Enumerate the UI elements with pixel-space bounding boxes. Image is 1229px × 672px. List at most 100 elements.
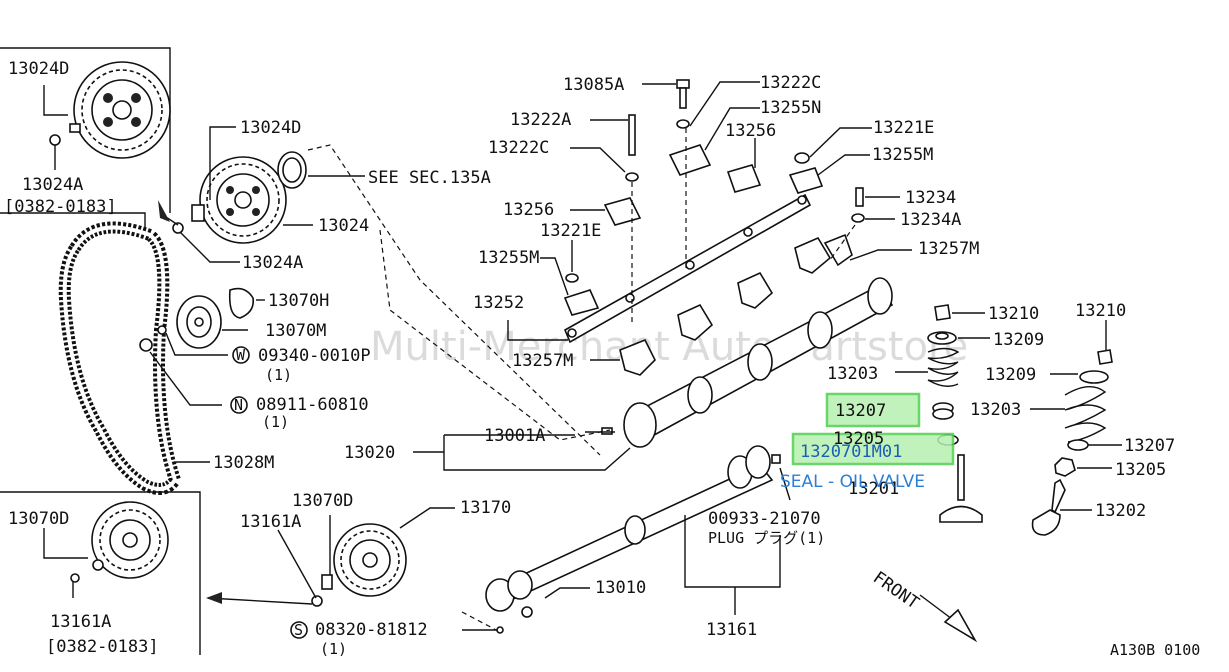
bolt-13085A[interactable] — [676, 79, 690, 129]
valve-seal-13207[interactable] — [932, 402, 954, 420]
label-13252: 13252 — [473, 293, 524, 313]
bracket-13256[interactable] — [603, 164, 762, 226]
label-13024A: 13024A — [242, 253, 303, 273]
label-13170: 13170 — [460, 498, 511, 518]
label-13222C-top: 13222C — [760, 73, 821, 93]
label-13024D: 13024D — [240, 118, 301, 138]
front-arrow-icon — [919, 594, 978, 643]
highlight-part-number[interactable] — [791, 432, 955, 466]
rocker-arm-13257M[interactable] — [619, 233, 853, 376]
label-00933: 00933-21070 — [708, 509, 821, 529]
timing-belt-13028M[interactable] — [58, 221, 182, 495]
diagram-code: A130B 0100 — [1110, 641, 1200, 659]
label-09340: 09340-0010P — [258, 346, 371, 366]
label-13234A: 13234A — [900, 210, 961, 230]
tensioner-13070M[interactable] — [139, 287, 255, 352]
label-09340-qty: (1) — [265, 366, 292, 384]
camshaft-13010[interactable] — [485, 445, 781, 618]
label-13202: 13202 — [1095, 501, 1146, 521]
label-13207-right: 13207 — [1124, 436, 1175, 456]
valve-retainer-13210-b[interactable] — [1097, 349, 1113, 365]
valve-spring-13203[interactable] — [927, 347, 960, 387]
label-13255M-right: 13255M — [872, 145, 933, 165]
symbol-w-letter: W — [236, 346, 246, 364]
bolt-13222A[interactable] — [625, 114, 639, 182]
label-13205-right: 13205 — [1115, 460, 1166, 480]
bracket-13255N[interactable] — [668, 144, 712, 176]
label-13255N: 13255N — [760, 98, 821, 118]
symbol-n-letter: N — [234, 396, 243, 414]
label-13257M-left: 13257M — [512, 351, 573, 371]
valve-seal-13207-b[interactable] — [1067, 439, 1089, 451]
label-08911-qty: (1) — [262, 413, 289, 431]
label-13209-right: 13209 — [985, 365, 1036, 385]
label-13207[interactable]: 13207 — [835, 401, 886, 421]
label-08320-qty: (1) — [320, 640, 347, 658]
label-13222A: 13222A — [510, 110, 571, 130]
valve-spring-13203-b[interactable] — [1064, 386, 1107, 443]
symbol-w — [232, 346, 250, 364]
label-13210: 13210 — [988, 304, 1039, 324]
highlight-part-number-text[interactable]: 1320701M01 — [800, 442, 902, 462]
label-see-sec: SEE SEC.135A — [368, 168, 491, 188]
label-13161A: 13161A — [240, 512, 301, 532]
label-13222C: 13222C — [488, 138, 549, 158]
label-13210-right: 13210 — [1075, 301, 1126, 321]
label-13209: 13209 — [993, 330, 1044, 350]
label-13161A-inset: 13161A — [50, 612, 111, 632]
spring-seat-13209-b[interactable] — [1079, 370, 1109, 384]
label-front: FRONT — [869, 568, 922, 614]
symbol-s — [290, 621, 308, 639]
inset-bottom-left — [0, 491, 201, 655]
sprocket-13170[interactable] — [311, 523, 407, 607]
label-08320: 08320-81812 — [315, 620, 428, 640]
label-13221E-right: 13221E — [873, 118, 934, 138]
inset-top-left — [0, 47, 171, 232]
label-13001A: 13001A — [484, 426, 545, 446]
symbol-s-letter: S — [294, 621, 303, 639]
label-13070D: 13070D — [292, 491, 353, 511]
label-plug: PLUG プラグ(1) — [708, 529, 825, 547]
highlight-description[interactable]: SEAL - OIL VALVE — [780, 472, 925, 492]
label-13020: 13020 — [344, 443, 395, 463]
sprocket-13070D-inset[interactable] — [70, 501, 169, 583]
label-13085A: 13085A — [563, 75, 624, 95]
valve-retainer-13210[interactable] — [934, 304, 951, 321]
label-13010: 13010 — [595, 578, 646, 598]
label-13161: 13161 — [706, 620, 757, 640]
label-13024D-inset: 13024D — [8, 59, 69, 79]
label-13205: 13205 — [833, 429, 884, 449]
label-13070D-inset: 13070D — [8, 509, 69, 529]
watermark: Multi-Merchant Auto Partstore — [370, 324, 968, 370]
highlight-13207[interactable] — [825, 392, 921, 428]
label-13256-right: 13256 — [725, 121, 776, 141]
bracket-13255M[interactable] — [563, 167, 824, 316]
screw-13234[interactable] — [851, 187, 865, 223]
label-13256-left: 13256 — [503, 200, 554, 220]
valve-13202[interactable] — [1031, 478, 1066, 536]
valve-washer-13205-b[interactable] — [1054, 457, 1076, 477]
label-13221E-left: 13221E — [540, 221, 601, 241]
label-13201: 13201 — [848, 479, 899, 499]
clip-13221E[interactable] — [565, 152, 810, 283]
camshaft-13001A[interactable] — [601, 277, 894, 448]
label-13024: 13024 — [318, 216, 369, 236]
label-13070M: 13070M — [265, 321, 326, 341]
sprocket-13024[interactable] — [172, 151, 307, 244]
symbol-n — [230, 396, 248, 414]
rocker-shaft-13252[interactable] — [563, 193, 812, 344]
spring-seat-13209[interactable] — [927, 331, 957, 345]
valve-13201[interactable] — [939, 454, 983, 523]
label-13257M-right: 13257M — [918, 239, 979, 259]
label-08911: 08911-60810 — [256, 395, 369, 415]
sprocket-13024-inset[interactable] — [49, 61, 171, 159]
label-date-range-bottom: [0382-0183] — [46, 637, 159, 657]
label-13203: 13203 — [827, 364, 878, 384]
label-13234: 13234 — [905, 188, 956, 208]
label-13255M-left: 13255M — [478, 248, 539, 268]
label-13070H: 13070H — [268, 291, 329, 311]
label-date-range-top: [0382-0183] — [4, 197, 117, 217]
label-13203-right: 13203 — [970, 400, 1021, 420]
label-13024A-inset: 13024A — [22, 175, 83, 195]
